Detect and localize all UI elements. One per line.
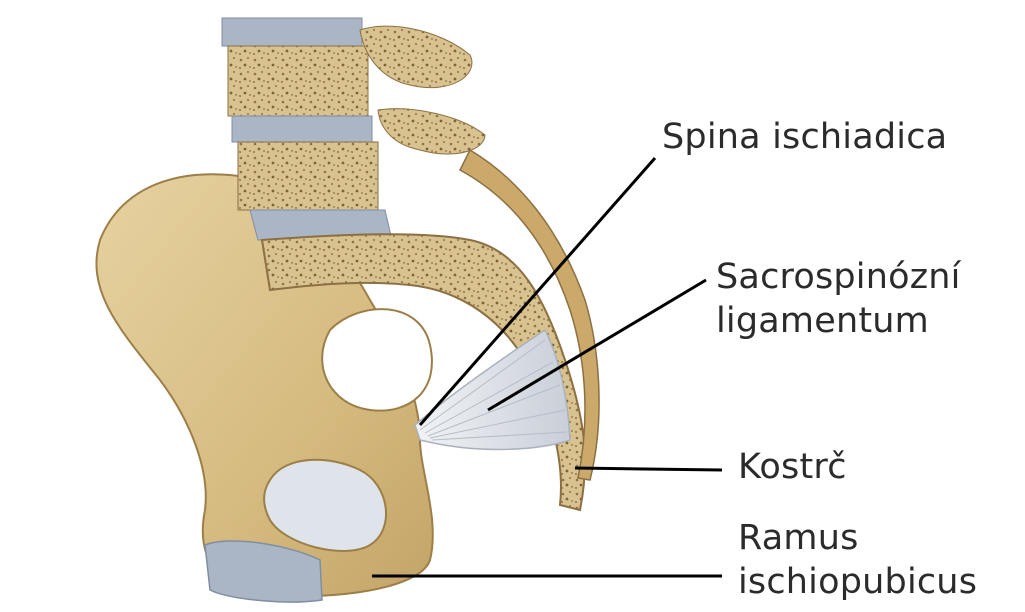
- label-coccyx: Kostrč: [738, 446, 847, 490]
- obturator-foramen: [322, 309, 432, 411]
- spinous-processes: [360, 26, 485, 154]
- label-spina-ischiadica: Spina ischiadica: [662, 116, 947, 160]
- label-sacrospinous-ligament: Sacrospinózní ligamentum: [716, 256, 961, 344]
- label-ramus-ischiopubicus: Ramus ischiopubicus: [738, 517, 977, 605]
- leader-kostrc: [575, 468, 722, 470]
